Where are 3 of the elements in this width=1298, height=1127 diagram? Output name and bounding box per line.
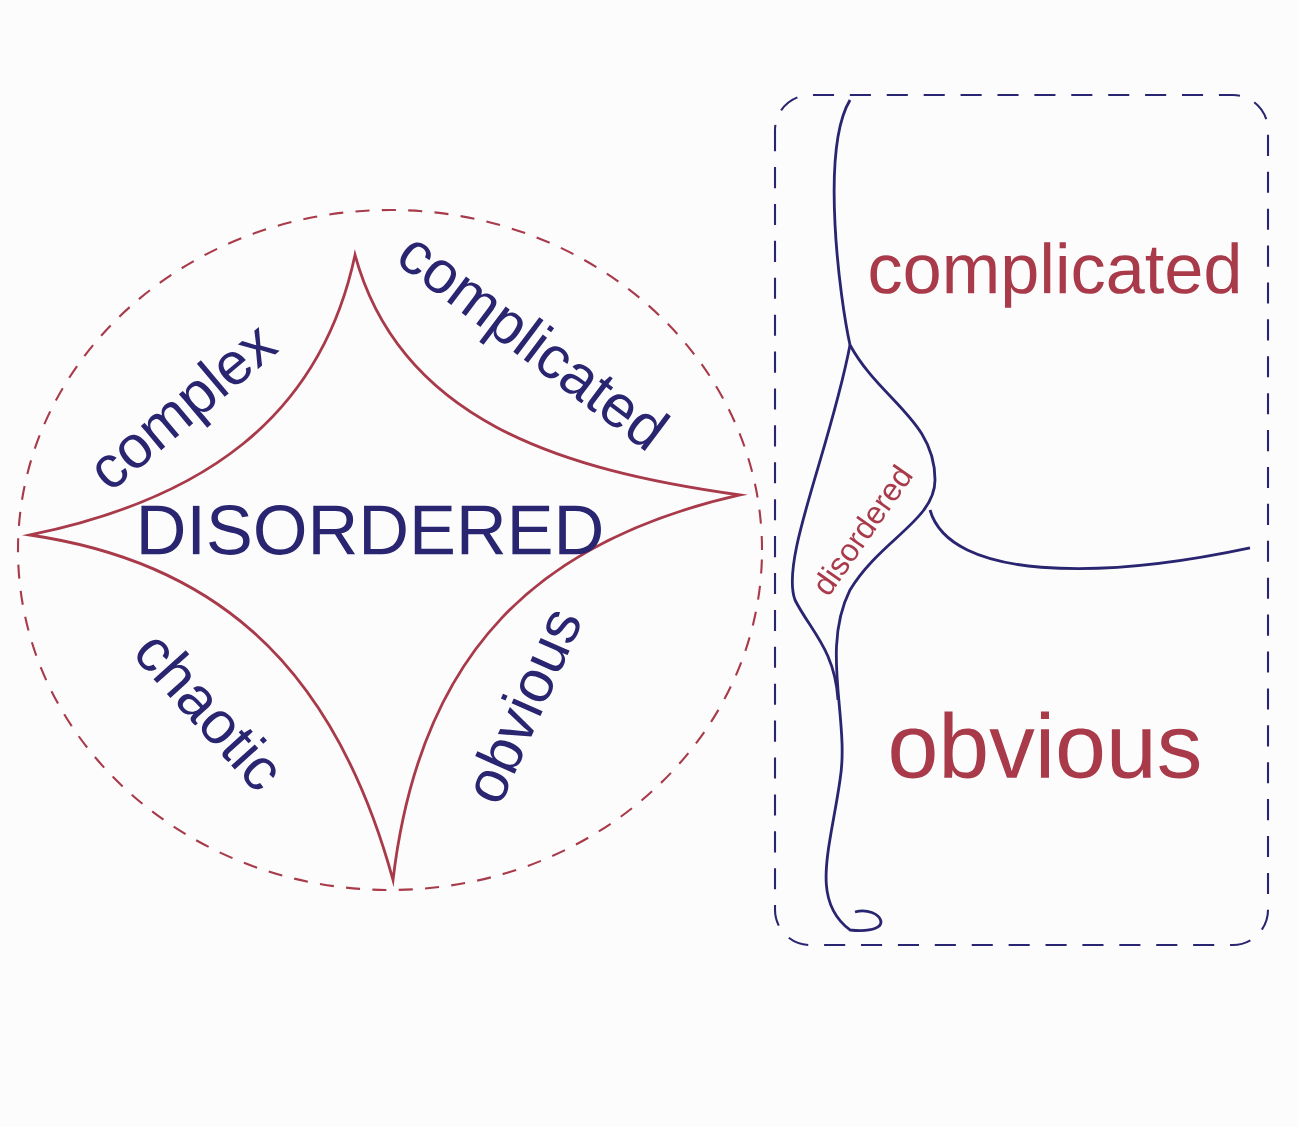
domain-label: complicated <box>870 242 1238 308</box>
domain-label: obvious <box>891 711 1200 779</box>
title-text: DISORDERED <box>141 505 601 555</box>
